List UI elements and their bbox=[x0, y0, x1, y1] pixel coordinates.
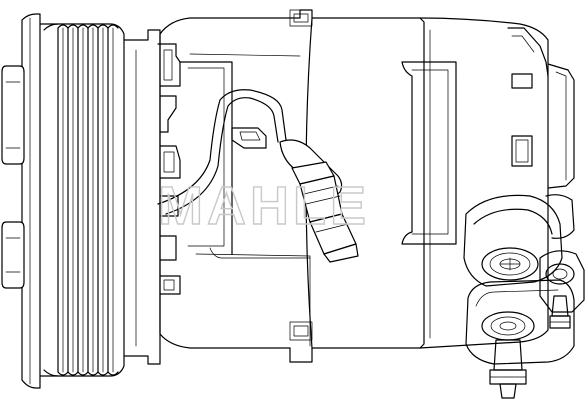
pulley-groove-bottom bbox=[57, 371, 69, 376]
pulley-groove-bottom bbox=[87, 371, 99, 376]
side-port-housing bbox=[401, 61, 457, 245]
port-fitting-upper bbox=[463, 194, 563, 287]
electrical-connector bbox=[279, 139, 359, 263]
pulley-groove-top bbox=[57, 24, 69, 29]
pulley-groove-bottom bbox=[97, 371, 109, 376]
pulley-groove-top bbox=[87, 24, 99, 29]
front-head-castings bbox=[157, 43, 233, 295]
pulley-groove-bottom bbox=[67, 371, 79, 376]
port-fitting-right bbox=[539, 250, 585, 329]
brand-watermark: MAHLE bbox=[158, 176, 370, 236]
pulley-groove-bottom bbox=[107, 371, 119, 376]
pulley bbox=[39, 23, 125, 377]
pulley-groove-bottom bbox=[77, 371, 89, 376]
pulley-groove-top bbox=[107, 24, 119, 29]
rear-head bbox=[507, 27, 575, 239]
pulley-grooves bbox=[57, 24, 119, 376]
front-housing bbox=[123, 29, 161, 365]
wiring-harness bbox=[157, 89, 287, 215]
clutch-bolt-upper bbox=[1, 65, 25, 165]
pulley-groove-top bbox=[97, 24, 109, 29]
pulley-face-plate bbox=[21, 13, 41, 389]
pulley-groove-top bbox=[67, 24, 79, 29]
clutch-bolt-lower bbox=[1, 221, 25, 289]
port-fitting-lower bbox=[465, 279, 575, 399]
pulley-groove-top bbox=[77, 24, 89, 29]
